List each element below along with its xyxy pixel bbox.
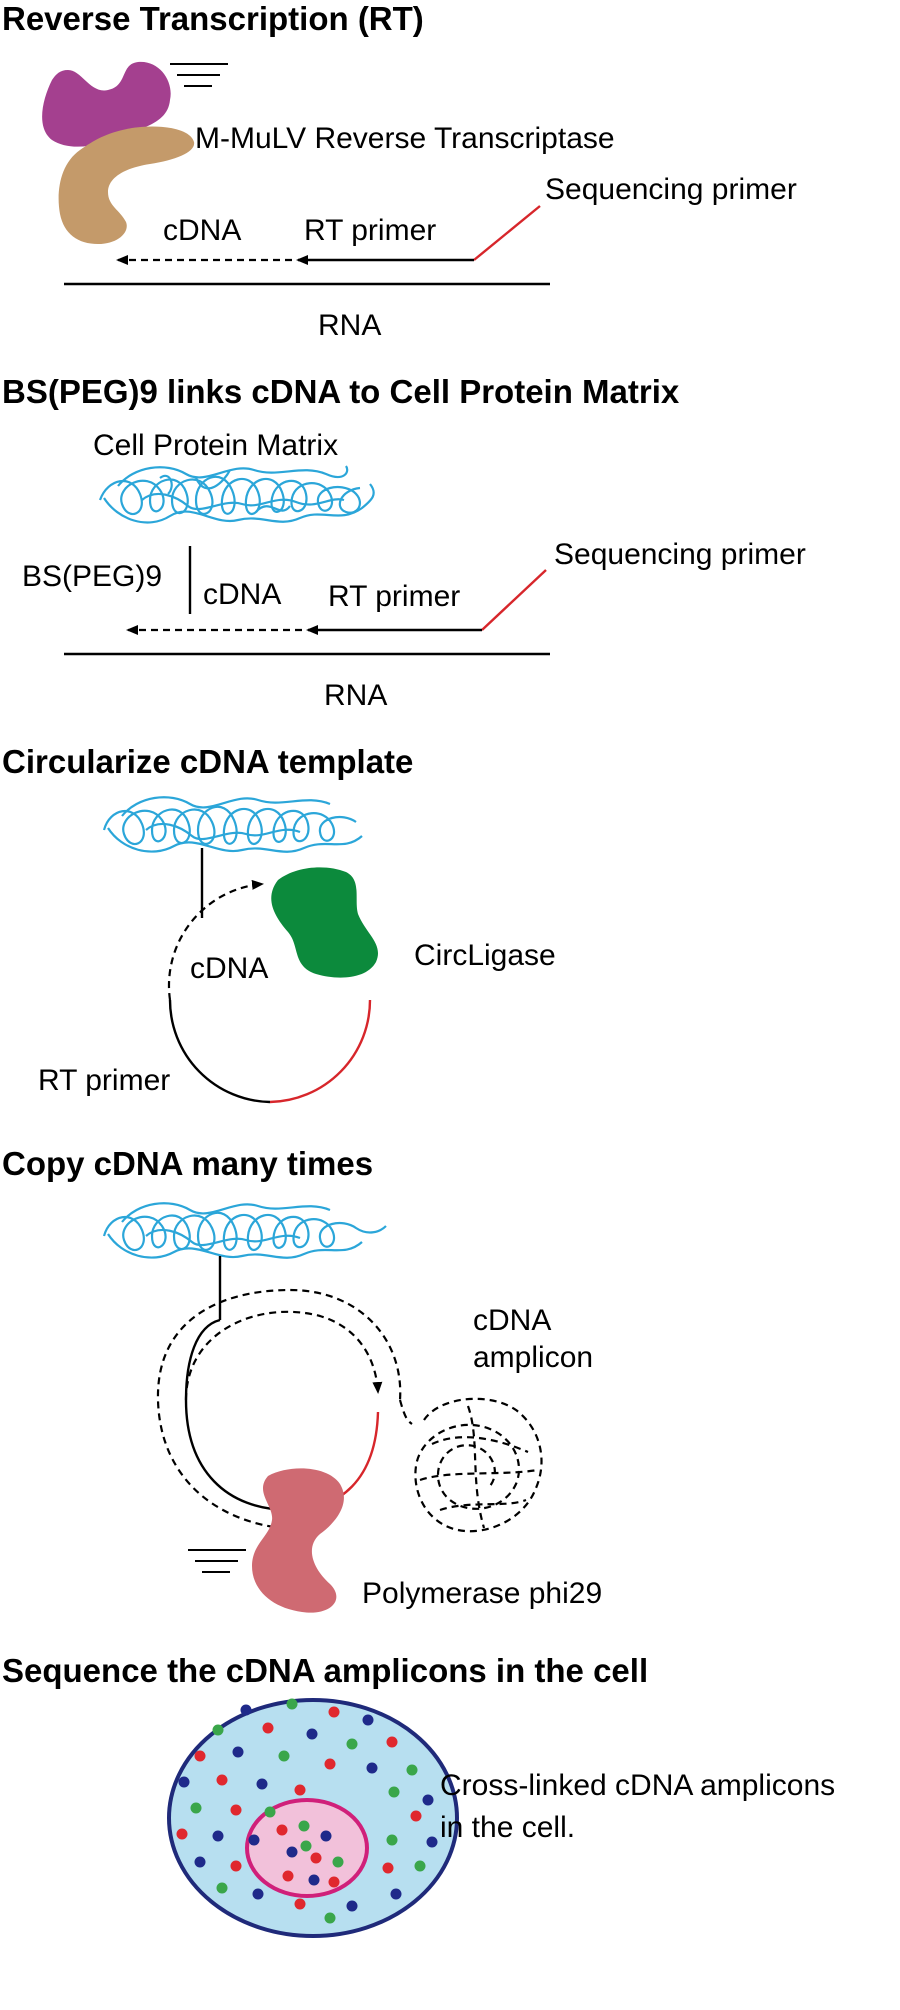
panel-copy: Copy cDNA many times cDNA amplicon bbox=[2, 1145, 602, 1613]
amplicon-dot bbox=[278, 1750, 290, 1762]
amplicon-dot bbox=[422, 1794, 434, 1806]
enzyme-label-rt: M-MuLV Reverse Transcriptase bbox=[195, 122, 615, 155]
amplicon-dot bbox=[216, 1774, 228, 1786]
amplicon-label-line1: cDNA bbox=[473, 1304, 551, 1337]
polymerase-label: Polymerase phi29 bbox=[362, 1577, 602, 1610]
panel-title-copy: Copy cDNA many times bbox=[2, 1145, 373, 1182]
amplicon-dot bbox=[346, 1900, 358, 1912]
template-circle-black bbox=[184, 1318, 291, 1512]
amplicon-dot bbox=[194, 1750, 206, 1762]
membrane-lines-copy bbox=[188, 1549, 246, 1573]
inner-dashed-copy bbox=[184, 1310, 383, 1401]
amplicon-dot bbox=[212, 1830, 224, 1842]
outer-dashed-copy bbox=[156, 1288, 402, 1532]
rt-primer-arc bbox=[168, 999, 271, 1104]
amplicon-dot bbox=[366, 1762, 378, 1774]
polymerase-shape bbox=[252, 1468, 344, 1613]
panel-sequence: Sequence the cDNA amplicons in the cell … bbox=[2, 1652, 835, 1938]
amplicon-dot bbox=[230, 1804, 242, 1816]
reverse-transcriptase-shape bbox=[42, 61, 195, 244]
sequencing-primer-strand-link bbox=[481, 569, 547, 631]
circligase-label: CircLigase bbox=[414, 939, 556, 972]
cell-caption-line2: in the cell. bbox=[440, 1811, 575, 1844]
amplicon-dot bbox=[298, 1820, 310, 1832]
amplicon-dot bbox=[388, 1786, 400, 1798]
rna-label-rt: RNA bbox=[318, 309, 381, 342]
amplicon-dot bbox=[386, 1736, 398, 1748]
sequencing-primer-arc bbox=[269, 999, 372, 1104]
sequencing-primer-strand-rt bbox=[473, 205, 541, 261]
cell-protein-matrix-scribble-circ bbox=[102, 796, 363, 853]
amplicon-dot bbox=[282, 1870, 294, 1882]
amplicon-dot bbox=[212, 1724, 224, 1736]
amplicon-dots bbox=[176, 1698, 438, 1924]
sequencing-primer-label-link: Sequencing primer bbox=[554, 538, 806, 571]
amplicon-dot bbox=[194, 1856, 206, 1868]
amplicon-dot bbox=[406, 1764, 418, 1776]
dashed-to-amplicon bbox=[398, 1399, 413, 1425]
panel-circularize: Circularize cDNA template cDNA CircLigas… bbox=[2, 743, 556, 1104]
amplicon-dot bbox=[190, 1802, 202, 1814]
amplicon-dot bbox=[232, 1746, 244, 1758]
amplicon-dot bbox=[332, 1856, 344, 1868]
circligase-shape bbox=[271, 867, 379, 978]
amplicon-dot bbox=[308, 1874, 320, 1886]
amplicon-dot bbox=[346, 1738, 358, 1750]
amplicon-dot bbox=[286, 1846, 298, 1858]
panel-title-seq: Sequence the cDNA amplicons in the cell bbox=[2, 1652, 648, 1689]
panel-title-circ: Circularize cDNA template bbox=[2, 743, 413, 780]
amplicon-dot bbox=[248, 1834, 260, 1846]
amplicon-dot bbox=[390, 1888, 402, 1900]
cell-protein-matrix-scribble-copy bbox=[102, 1202, 387, 1259]
matrix-label: Cell Protein Matrix bbox=[93, 429, 338, 462]
cdna-label-circ: cDNA bbox=[190, 952, 268, 985]
amplicon-dot bbox=[328, 1876, 340, 1888]
cell-caption-line1: Cross-linked cDNA amplicons bbox=[440, 1769, 835, 1802]
rt-primer-label-link: RT primer bbox=[328, 580, 460, 613]
amplicon-dot bbox=[264, 1806, 276, 1818]
amplicon-dot bbox=[320, 1830, 332, 1842]
amplicon-dot bbox=[328, 1706, 340, 1718]
amplicon-dot bbox=[324, 1912, 336, 1924]
cell-protein-matrix-scribble bbox=[98, 465, 375, 524]
amplicon-dot bbox=[176, 1828, 188, 1840]
amplicon-dot bbox=[240, 1704, 252, 1716]
panel-crosslink: BS(PEG)9 links cDNA to Cell Protein Matr… bbox=[2, 373, 806, 712]
amplicon-dot bbox=[216, 1882, 228, 1894]
panel-reverse-transcription: Reverse Transcription (RT) M-MuLV Revers… bbox=[2, 0, 797, 342]
sequencing-primer-label-rt: Sequencing primer bbox=[545, 173, 797, 206]
rna-label-link: RNA bbox=[324, 679, 387, 712]
rt-primer-label-rt: RT primer bbox=[304, 214, 436, 247]
amplicon-dot bbox=[276, 1824, 288, 1836]
amplicon-dot bbox=[382, 1862, 394, 1874]
amplicon-dot bbox=[306, 1728, 318, 1740]
amplicon-dot bbox=[294, 1898, 306, 1910]
amplicon-dot bbox=[324, 1758, 336, 1770]
rt-primer-label-circ: RT primer bbox=[38, 1064, 170, 1097]
amplicon-dot bbox=[262, 1722, 274, 1734]
amplicon-dot bbox=[426, 1836, 438, 1848]
amplicon-dot bbox=[386, 1834, 398, 1846]
amplicon-dot bbox=[178, 1776, 190, 1788]
amplicon-dot bbox=[362, 1714, 374, 1726]
membrane-lines bbox=[170, 63, 228, 87]
amplicon-dot bbox=[230, 1860, 242, 1872]
amplicon-dot bbox=[256, 1778, 268, 1790]
amplicon-dot bbox=[286, 1698, 298, 1710]
panel-title-rt: Reverse Transcription (RT) bbox=[2, 0, 424, 37]
amplicon-dot bbox=[252, 1888, 264, 1900]
amplicon-dot bbox=[300, 1840, 312, 1852]
amplicon-dot bbox=[294, 1784, 306, 1796]
panel-title-link: BS(PEG)9 links cDNA to Cell Protein Matr… bbox=[2, 373, 680, 410]
crosslinker-label: BS(PEG)9 bbox=[22, 560, 162, 593]
amplicon-dot bbox=[310, 1852, 322, 1864]
cdna-amplicon-scribble bbox=[414, 1397, 543, 1533]
cdna-label-link: cDNA bbox=[203, 578, 281, 611]
cdna-label-rt: cDNA bbox=[163, 214, 241, 247]
amplicon-dot bbox=[410, 1810, 422, 1822]
amplicon-label-line2: amplicon bbox=[473, 1341, 593, 1374]
amplicon-dot bbox=[414, 1860, 426, 1872]
